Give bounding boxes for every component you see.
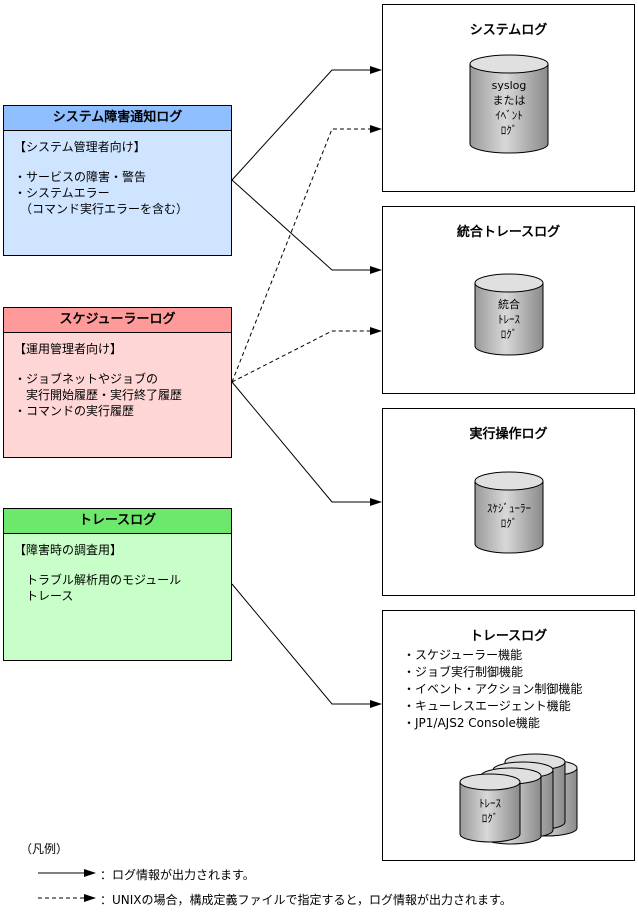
dest-title: システムログ xyxy=(469,23,548,38)
cylinder-label: ﾄﾚｰｽ ﾛｸﾞ xyxy=(479,797,501,825)
legend-solid-text: ：ログ情報が出力されます。 xyxy=(100,868,255,882)
dest-title: トレースログ xyxy=(469,629,548,644)
dashed-arrow xyxy=(231,327,382,383)
source-item: ・コマンドの実行履歴 xyxy=(14,404,135,418)
source-audience: 【運用管理者向け】 xyxy=(14,342,123,356)
solid-arrow xyxy=(231,583,382,708)
source-body: 【運用管理者向け】 ・ジョブネットやジョブの 実行開始履歴・実行終了履歴 ・コマ… xyxy=(4,333,231,457)
source-item: トラブル解析用のモジュール xyxy=(14,573,182,587)
source-item: ・サービスの障害・警告 xyxy=(14,170,147,184)
database-cylinder-icon xyxy=(474,471,544,554)
cylinder-label: ｽｹｼﾞｭｰﾗｰ ﾛｸﾞ xyxy=(487,502,531,530)
source-trace-log: トレースログ 【障害時の調査用】 トラブル解析用のモジュール トレース xyxy=(3,508,232,661)
source-title: トレースログ xyxy=(4,509,231,534)
dashed-arrow xyxy=(231,125,382,383)
source-scheduler-log: スケジューラーログ 【運用管理者向け】 ・ジョブネットやジョブの 実行開始履歴・… xyxy=(3,307,232,458)
source-audience: 【システム管理者向け】 xyxy=(14,140,146,154)
cylinder-label: 統合 ﾄﾚｰｽ ﾛｸﾞ xyxy=(498,298,520,341)
source-title: スケジューラーログ xyxy=(4,308,231,333)
database-cylinder-icon xyxy=(469,54,549,154)
source-body: 【障害時の調査用】 トラブル解析用のモジュール トレース xyxy=(4,534,231,660)
source-item: ・システムエラー xyxy=(14,186,110,200)
source-item: （コマンド実行エラーを含む） xyxy=(14,202,189,216)
dest-title: 統合トレースログ xyxy=(456,225,561,240)
dest-item: ・イベント・アクション制御機能 xyxy=(403,682,583,696)
source-audience: 【障害時の調査用】 xyxy=(14,543,123,557)
stacked-database-cylinders-icon xyxy=(459,753,578,845)
solid-arrow xyxy=(231,66,382,181)
legend-dashed-text: ：UNIXの場合，構成定義ファイルで指定すると，ログ情報が出力されます。 xyxy=(100,893,512,907)
solid-arrow xyxy=(231,381,382,506)
source-item: 実行開始履歴・実行終了履歴 xyxy=(14,388,183,402)
dest-title: 実行操作ログ xyxy=(469,427,548,442)
database-cylinder-icon xyxy=(474,273,544,356)
legend-title: （凡例） xyxy=(20,842,69,856)
dest-item: ・キューレスエージェント機能 xyxy=(403,699,571,713)
dest-item: ・スケジューラー機能 xyxy=(403,648,523,662)
cylinder-label: syslog または ｲﾍﾞﾝﾄ ﾛｸﾞ xyxy=(491,79,527,137)
solid-arrow xyxy=(231,179,382,274)
source-item: ・ジョブネットやジョブの xyxy=(14,372,159,386)
dest-item: ・JP1/AJS2 Console機能 xyxy=(403,716,540,730)
dest-item-list: ・スケジューラー機能 ・ジョブ実行制御機能 ・イベント・アクション制御機能 ・キ… xyxy=(403,647,582,732)
dest-item: ・ジョブ実行制御機能 xyxy=(403,665,524,679)
source-system-failure-log: システム障害通知ログ 【システム管理者向け】 ・サービスの障害・警告 ・システム… xyxy=(3,105,232,256)
source-item: トレース xyxy=(14,589,74,603)
source-body: 【システム管理者向け】 ・サービスの障害・警告 ・システムエラー （コマンド実行… xyxy=(4,131,231,255)
source-title: システム障害通知ログ xyxy=(4,106,231,131)
